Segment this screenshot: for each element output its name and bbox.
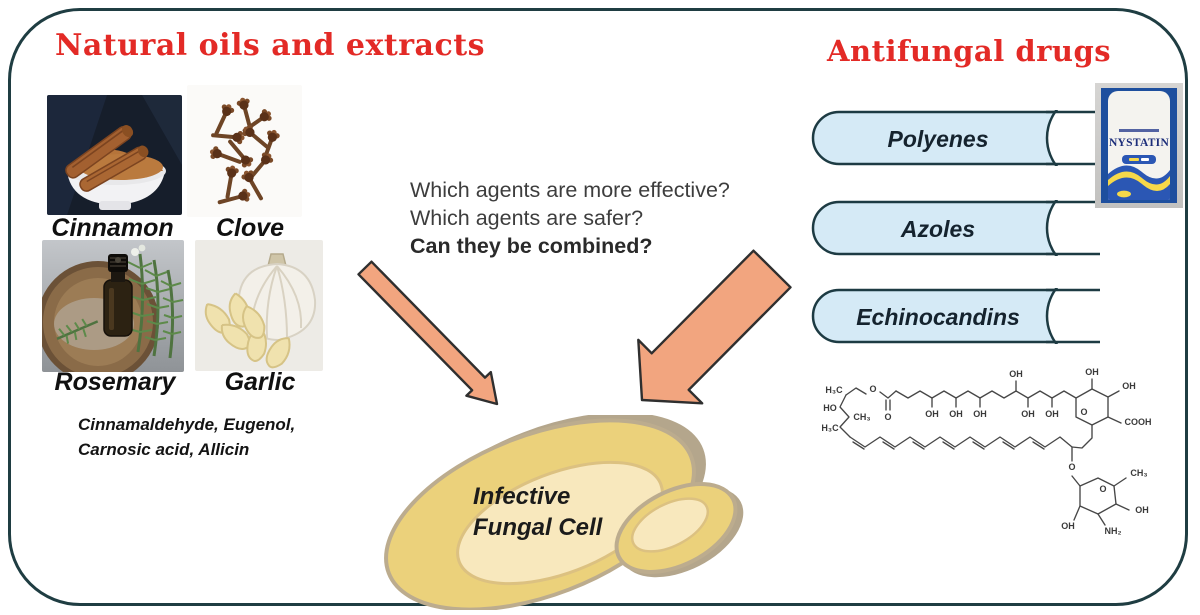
badge-label-azoles: Azoles: [900, 216, 975, 242]
question-2: Which agents are safer?: [410, 206, 644, 230]
atom-label: OH: [1122, 381, 1136, 391]
atom-label: H₃C: [822, 423, 839, 433]
question-1: Which agents are more effective?: [410, 178, 730, 202]
question-3: Can they be combined?: [410, 234, 653, 258]
compound-line-1: Cinnamaldehyde, Eugenol,: [78, 415, 296, 434]
drug-class-badge-polyenes: Polyenes: [811, 110, 1100, 166]
nystatin-package-photo: NYSTATIN: [1095, 83, 1183, 208]
cinnamon-label: Cinnamon: [51, 214, 174, 242]
atom-label: H₃C: [825, 385, 843, 395]
package-brand-name: NYSTATIN: [1108, 137, 1170, 149]
atom-label: O: [884, 412, 891, 422]
atom-label: O: [1068, 462, 1075, 472]
atom-label: CH₃: [1130, 468, 1147, 478]
cinnamon-illustration: [47, 95, 182, 215]
left-diagonal-arrow-icon: [357, 260, 499, 406]
fungal-cell-label: Infective Fungal Cell: [473, 481, 602, 543]
compound-line-2: Carnosic acid, Allicin: [78, 440, 250, 459]
atom-label: OH: [1021, 409, 1035, 419]
nystatin-box-face: NYSTATIN: [1108, 91, 1170, 200]
atom-label: O: [1099, 484, 1106, 494]
garlic-illustration: [198, 253, 317, 371]
fungal-cell-label-line1: Infective: [473, 483, 571, 510]
package-wave-decoration: [1108, 165, 1170, 200]
atom-label: CH₃: [853, 412, 870, 422]
left-panel-title: Natural oils and extracts: [55, 28, 486, 63]
clove-photo: [187, 85, 302, 217]
garlic-label: Garlic: [224, 368, 296, 396]
right-diagonal-arrow-icon: [637, 249, 792, 405]
garlic-photo: [195, 240, 323, 371]
package-fine-print: [1119, 129, 1159, 132]
atom-label: HO: [823, 403, 837, 413]
atom-label: COOH: [1125, 417, 1152, 427]
nystatin-box: NYSTATIN: [1101, 88, 1177, 203]
atom-label: O: [869, 384, 876, 394]
atom-label: OH: [1135, 505, 1149, 515]
atom-label: OH: [949, 409, 963, 419]
atom-label: OH: [1085, 367, 1099, 377]
atom-label: O: [1080, 407, 1087, 417]
cinnamon-photo: [47, 95, 182, 215]
package-dose-pill: [1122, 155, 1156, 164]
fungal-cell-label-line2: Fungal Cell: [473, 514, 603, 541]
rosemary-label: Rosemary: [54, 368, 176, 396]
rosemary-photo: [42, 240, 184, 372]
atom-label: OH: [1045, 409, 1059, 419]
drug-class-badge-azoles: Azoles: [811, 200, 1100, 256]
right-panel-title: Antifungal drugs: [827, 34, 1112, 68]
atom-label: OH: [973, 409, 987, 419]
fungal-cell-illustration: [384, 415, 744, 610]
atom-label: OH: [925, 409, 939, 419]
atom-label: OH: [1009, 369, 1023, 379]
drug-class-badge-echinocandins: Echinocandins: [811, 288, 1100, 344]
badge-label-polyenes: Polyenes: [888, 126, 989, 152]
clove-label: Clove: [215, 214, 285, 242]
structure-bonds: [839, 378, 1130, 526]
compound-names: Cinnamaldehyde, Eugenol, Carnosic acid, …: [78, 412, 295, 462]
figure-border: [8, 8, 1188, 606]
atom-label: NH₂: [1105, 526, 1122, 536]
questions-block: Which agents are more effective? Which a…: [410, 176, 730, 260]
rosemary-illustration: [42, 240, 184, 372]
atom-label: OH: [1061, 521, 1075, 531]
badge-label-echinocandins: Echinocandins: [856, 304, 1020, 330]
